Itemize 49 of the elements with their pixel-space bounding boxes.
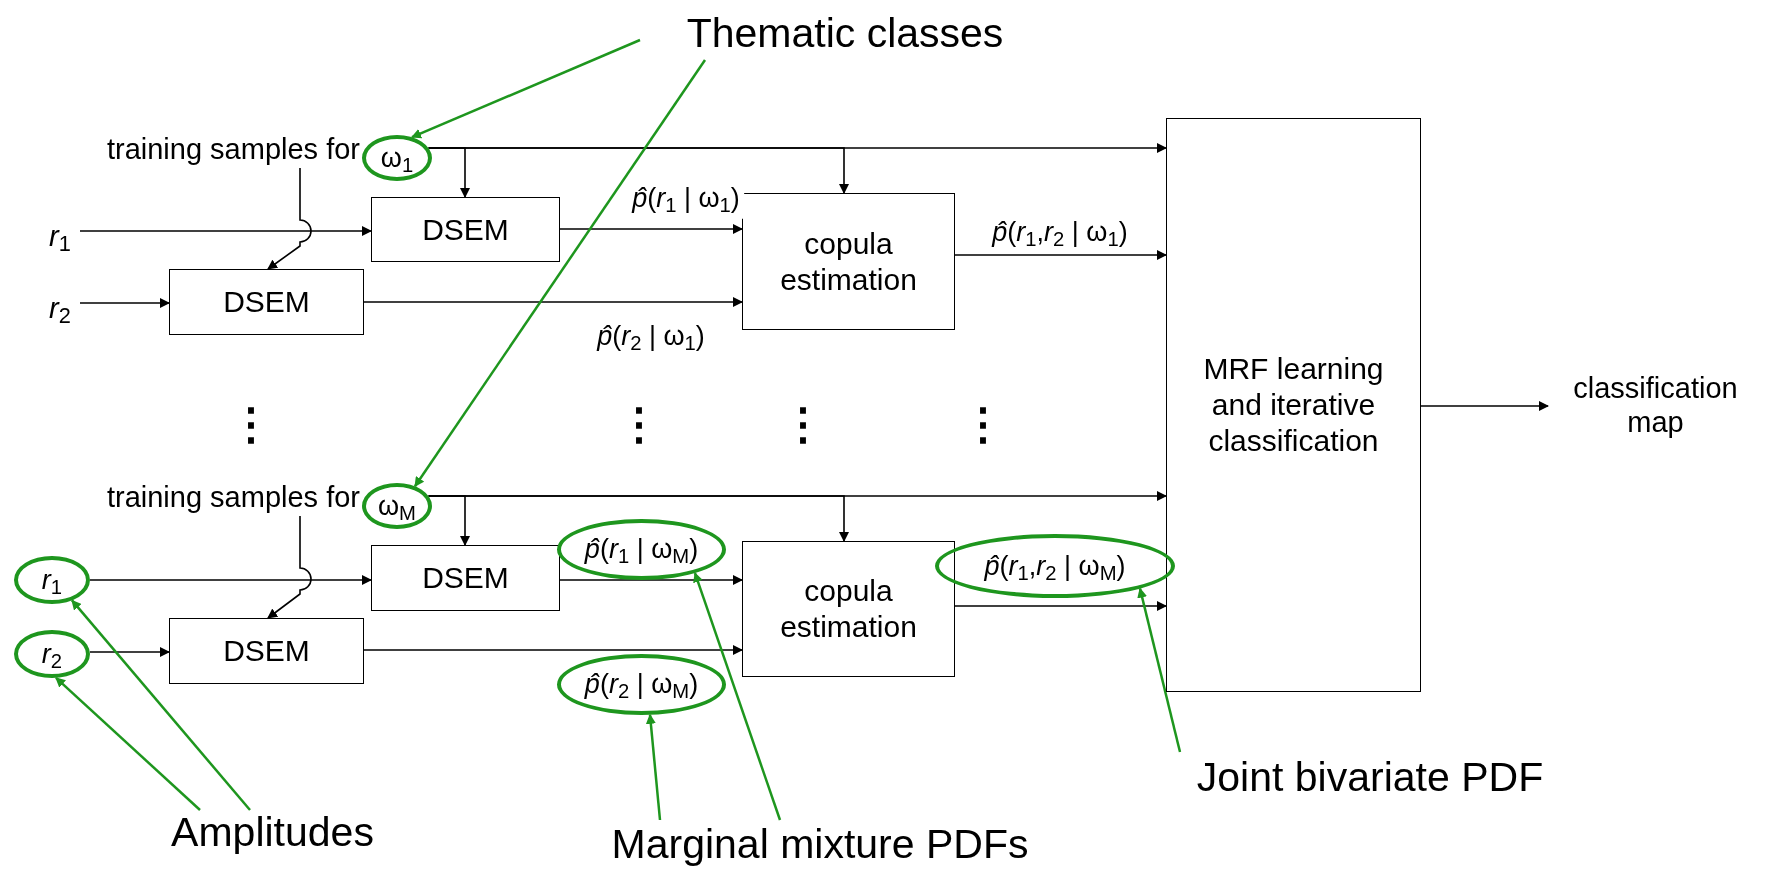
arrow bbox=[411, 38, 641, 139]
highlight-ellipse: ω$_{M}$ bbox=[362, 483, 432, 529]
arrow bbox=[693, 572, 782, 821]
text-label: training samples for bbox=[30, 132, 360, 168]
highlight-ellipse: ω$_{1}$ bbox=[362, 135, 432, 181]
arrow bbox=[645, 713, 662, 821]
highlight-ellipse: p̂(r$_{2}$ | ω$_{M}$) bbox=[557, 654, 726, 715]
process-box: DSEM bbox=[371, 545, 560, 611]
callout-text: Thematic classes bbox=[640, 8, 1050, 60]
process-box: copula estimation bbox=[742, 541, 955, 677]
ellipsis-mark: ⋮ bbox=[229, 400, 273, 448]
arrow bbox=[363, 297, 743, 307]
text-label: training samples for bbox=[30, 480, 360, 516]
process-box: DSEM bbox=[371, 197, 560, 262]
callout-text: Marginal mixture PDFs bbox=[545, 820, 1095, 870]
highlight-ellipse: r$_{1}$ bbox=[14, 556, 90, 604]
arrow bbox=[427, 143, 1167, 153]
arrow bbox=[55, 676, 201, 811]
text-label: classification map bbox=[1548, 365, 1763, 445]
arrow bbox=[363, 645, 743, 655]
arrow bbox=[89, 575, 372, 585]
ellipsis-mark: ⋮ bbox=[617, 400, 661, 448]
process-box: DSEM bbox=[169, 269, 364, 335]
ellipsis-mark: ⋮ bbox=[781, 400, 825, 448]
arrow bbox=[413, 59, 707, 488]
arrow bbox=[559, 575, 743, 585]
highlight-ellipse: p̂(r$_{1}$ | ω$_{M}$) bbox=[557, 519, 726, 580]
ellipsis-mark: ⋮ bbox=[961, 400, 1005, 448]
arrow bbox=[954, 601, 1167, 611]
callout-text: Amplitudes bbox=[140, 810, 405, 856]
arrow bbox=[559, 224, 743, 234]
arrow bbox=[1137, 587, 1182, 753]
arrow bbox=[79, 298, 170, 308]
process-box: MRF learning and iterative classification bbox=[1166, 118, 1421, 692]
text-label: r$_{1}$ bbox=[40, 216, 80, 256]
arrow bbox=[427, 491, 1167, 501]
highlight-ellipse: p̂(r$_{1}$,r$_{2}$ | ω$_{M}$) bbox=[935, 534, 1175, 598]
process-box: copula estimation bbox=[742, 193, 955, 330]
arrow bbox=[267, 515, 312, 619]
arrow bbox=[79, 226, 372, 236]
highlight-ellipse: r$_{2}$ bbox=[14, 630, 90, 678]
arrow bbox=[267, 167, 312, 270]
arrow bbox=[954, 250, 1167, 260]
process-box: DSEM bbox=[169, 618, 364, 684]
arrow bbox=[71, 599, 251, 811]
callout-text: Joint bivariate PDF bbox=[1150, 752, 1590, 804]
arrow bbox=[89, 647, 170, 657]
text-label: r$_{2}$ bbox=[40, 288, 80, 328]
arrow bbox=[1420, 401, 1549, 411]
